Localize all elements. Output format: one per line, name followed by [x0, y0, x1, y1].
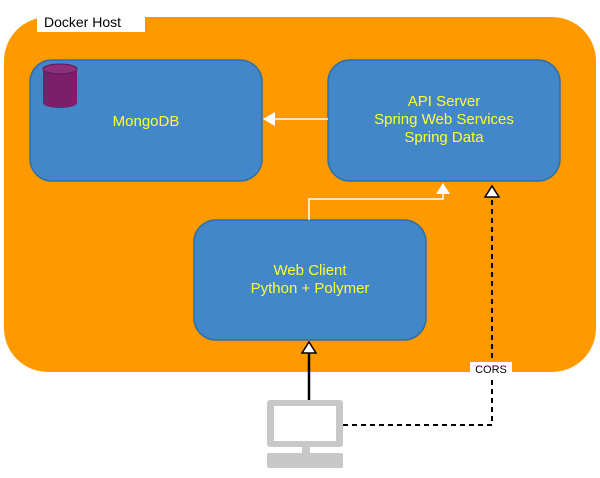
edge-computer-to-api-cors — [343, 184, 501, 426]
cors-label: CORS — [475, 364, 507, 376]
api-server-subtitle-2: Spring Data — [404, 129, 484, 146]
mongodb-node[interactable]: MongoDB — [29, 59, 263, 182]
api-server-subtitle-1: Spring Web Services — [374, 111, 514, 128]
web-client-title: Web Client — [273, 262, 347, 279]
docker-host-label: Docker Host — [44, 14, 121, 30]
api-server-title: API Server — [408, 93, 481, 110]
cors-label-bg — [470, 362, 512, 376]
docker-host-label-bg — [37, 12, 145, 32]
database-icon — [42, 63, 78, 108]
api-server-node[interactable]: API Server Spring Web Services Spring Da… — [327, 59, 561, 182]
edge-api-to-mongodb — [263, 112, 328, 126]
web-client-subtitle: Python + Polymer — [251, 280, 370, 297]
edge-computer-to-webclient — [300, 340, 318, 400]
web-client-node[interactable]: Web Client Python + Polymer — [193, 219, 427, 341]
mongodb-label: MongoDB — [113, 113, 180, 130]
edge-webclient-to-api — [308, 183, 450, 220]
computer-icon[interactable] — [267, 400, 343, 468]
